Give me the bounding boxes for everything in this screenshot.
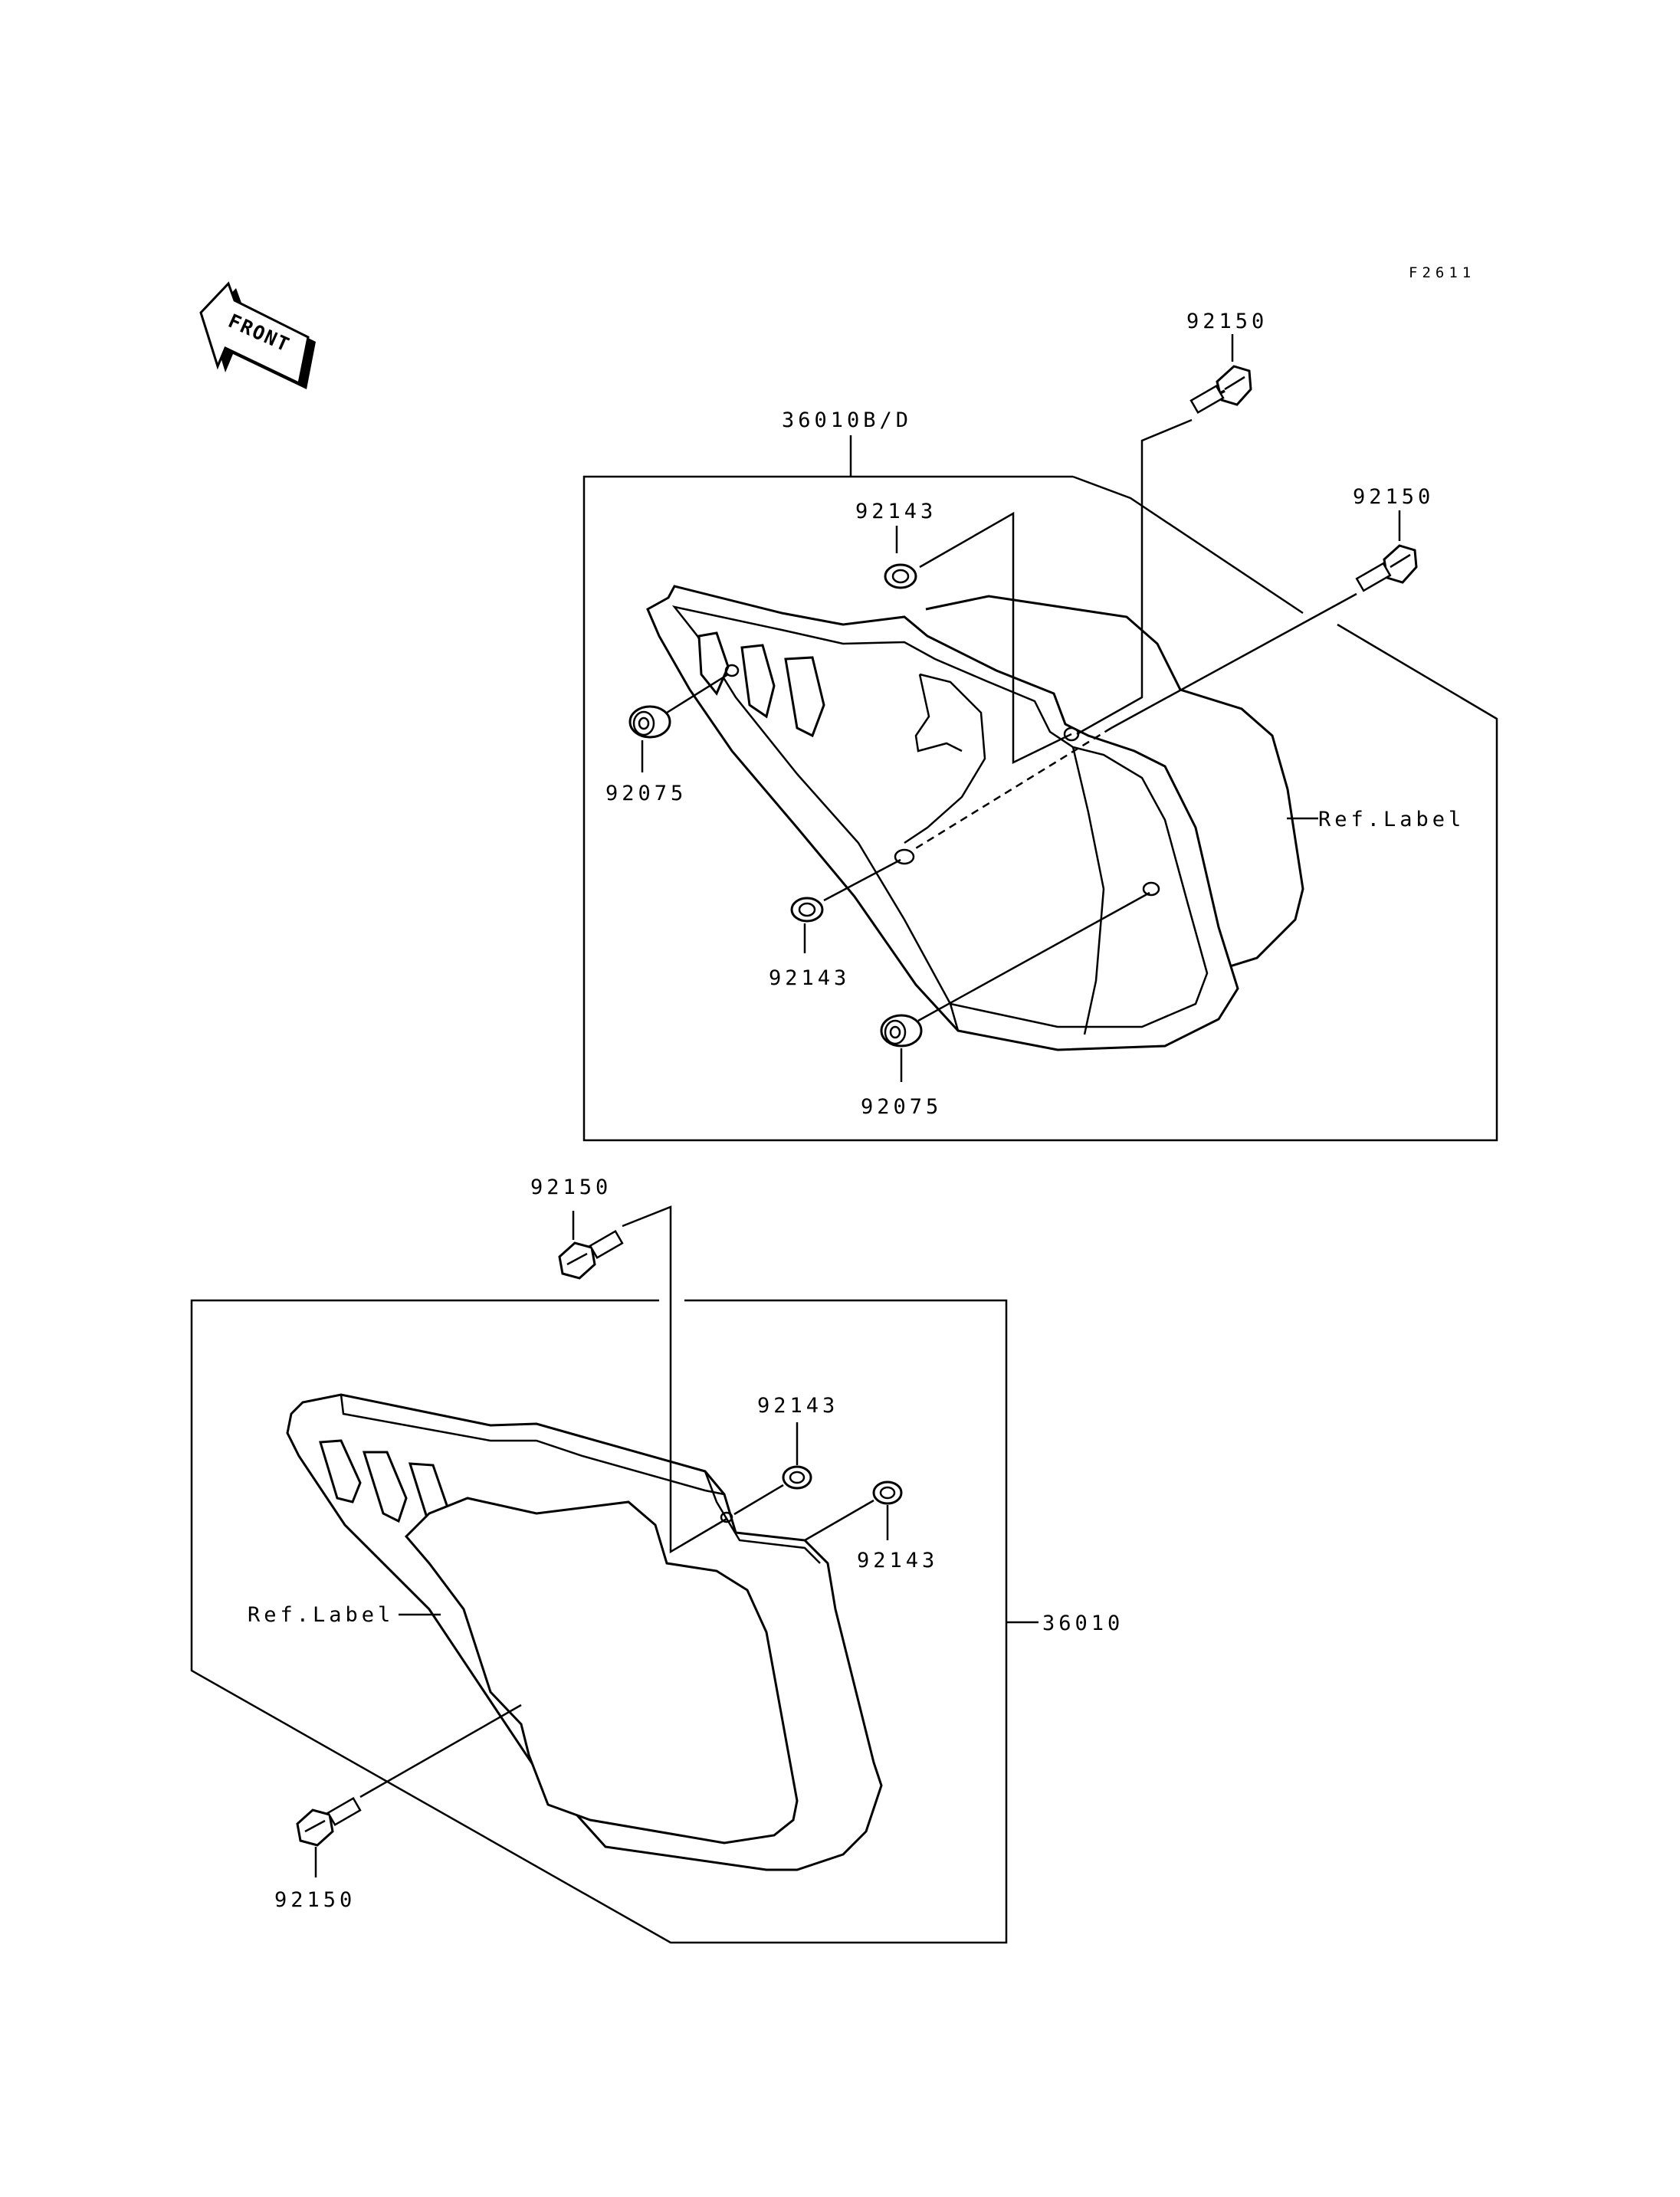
lower-assembly-frame [190, 1299, 1008, 1944]
upper-damper-bottom [880, 1014, 923, 1048]
upper-grommet-mid-label: 92143 [769, 966, 850, 990]
figure-code: F2611 [1409, 264, 1475, 281]
upper-grommet-top [884, 563, 917, 589]
lower-grommet-a-label: 92143 [757, 1394, 838, 1418]
upper-assembly-label: 36010B/D [782, 408, 912, 432]
upper-bolt-top-label: 92150 [1186, 310, 1268, 333]
lower-bolt-top-label: 92150 [530, 1176, 612, 1199]
upper-damper-bottom-label: 92075 [861, 1095, 942, 1119]
upper-ref-label: Ref.Label [1318, 808, 1465, 831]
lower-label-plate [404, 1497, 799, 1844]
lower-bolt-top [558, 1229, 624, 1280]
upper-assembly: 36010B/D Ref.Label 92150 [582, 310, 1498, 1142]
lower-vent-1 [319, 1439, 362, 1503]
lower-bolt-bottom-label: 92150 [274, 1888, 356, 1912]
upper-damper-left [628, 705, 671, 739]
upper-vent-2 [740, 644, 776, 719]
lower-assembly-label: 36010 [1042, 1612, 1124, 1635]
upper-assembly-frame [582, 475, 1498, 1142]
lower-vent-2 [362, 1451, 408, 1523]
upper-grommet-top-label: 92143 [855, 500, 937, 523]
upper-damper-left-label: 92075 [605, 782, 687, 805]
lower-grommet-b [872, 1481, 903, 1505]
lower-grommet-a [782, 1465, 812, 1490]
upper-vent-3 [784, 656, 825, 738]
lower-assembly: 36010 Ref.Label 92150 92143 [190, 1176, 1124, 1944]
lower-grommet-b-label: 92143 [857, 1549, 938, 1572]
upper-bolt-right [1355, 544, 1418, 592]
upper-grommet-mid [790, 897, 824, 923]
front-arrow-icon: FRONT [199, 281, 316, 389]
upper-bolt-top [1189, 365, 1252, 415]
lower-ref-label: Ref.Label [248, 1603, 394, 1627]
lower-bolt-bottom [296, 1796, 362, 1847]
upper-bolt-right-label: 92150 [1353, 485, 1434, 509]
